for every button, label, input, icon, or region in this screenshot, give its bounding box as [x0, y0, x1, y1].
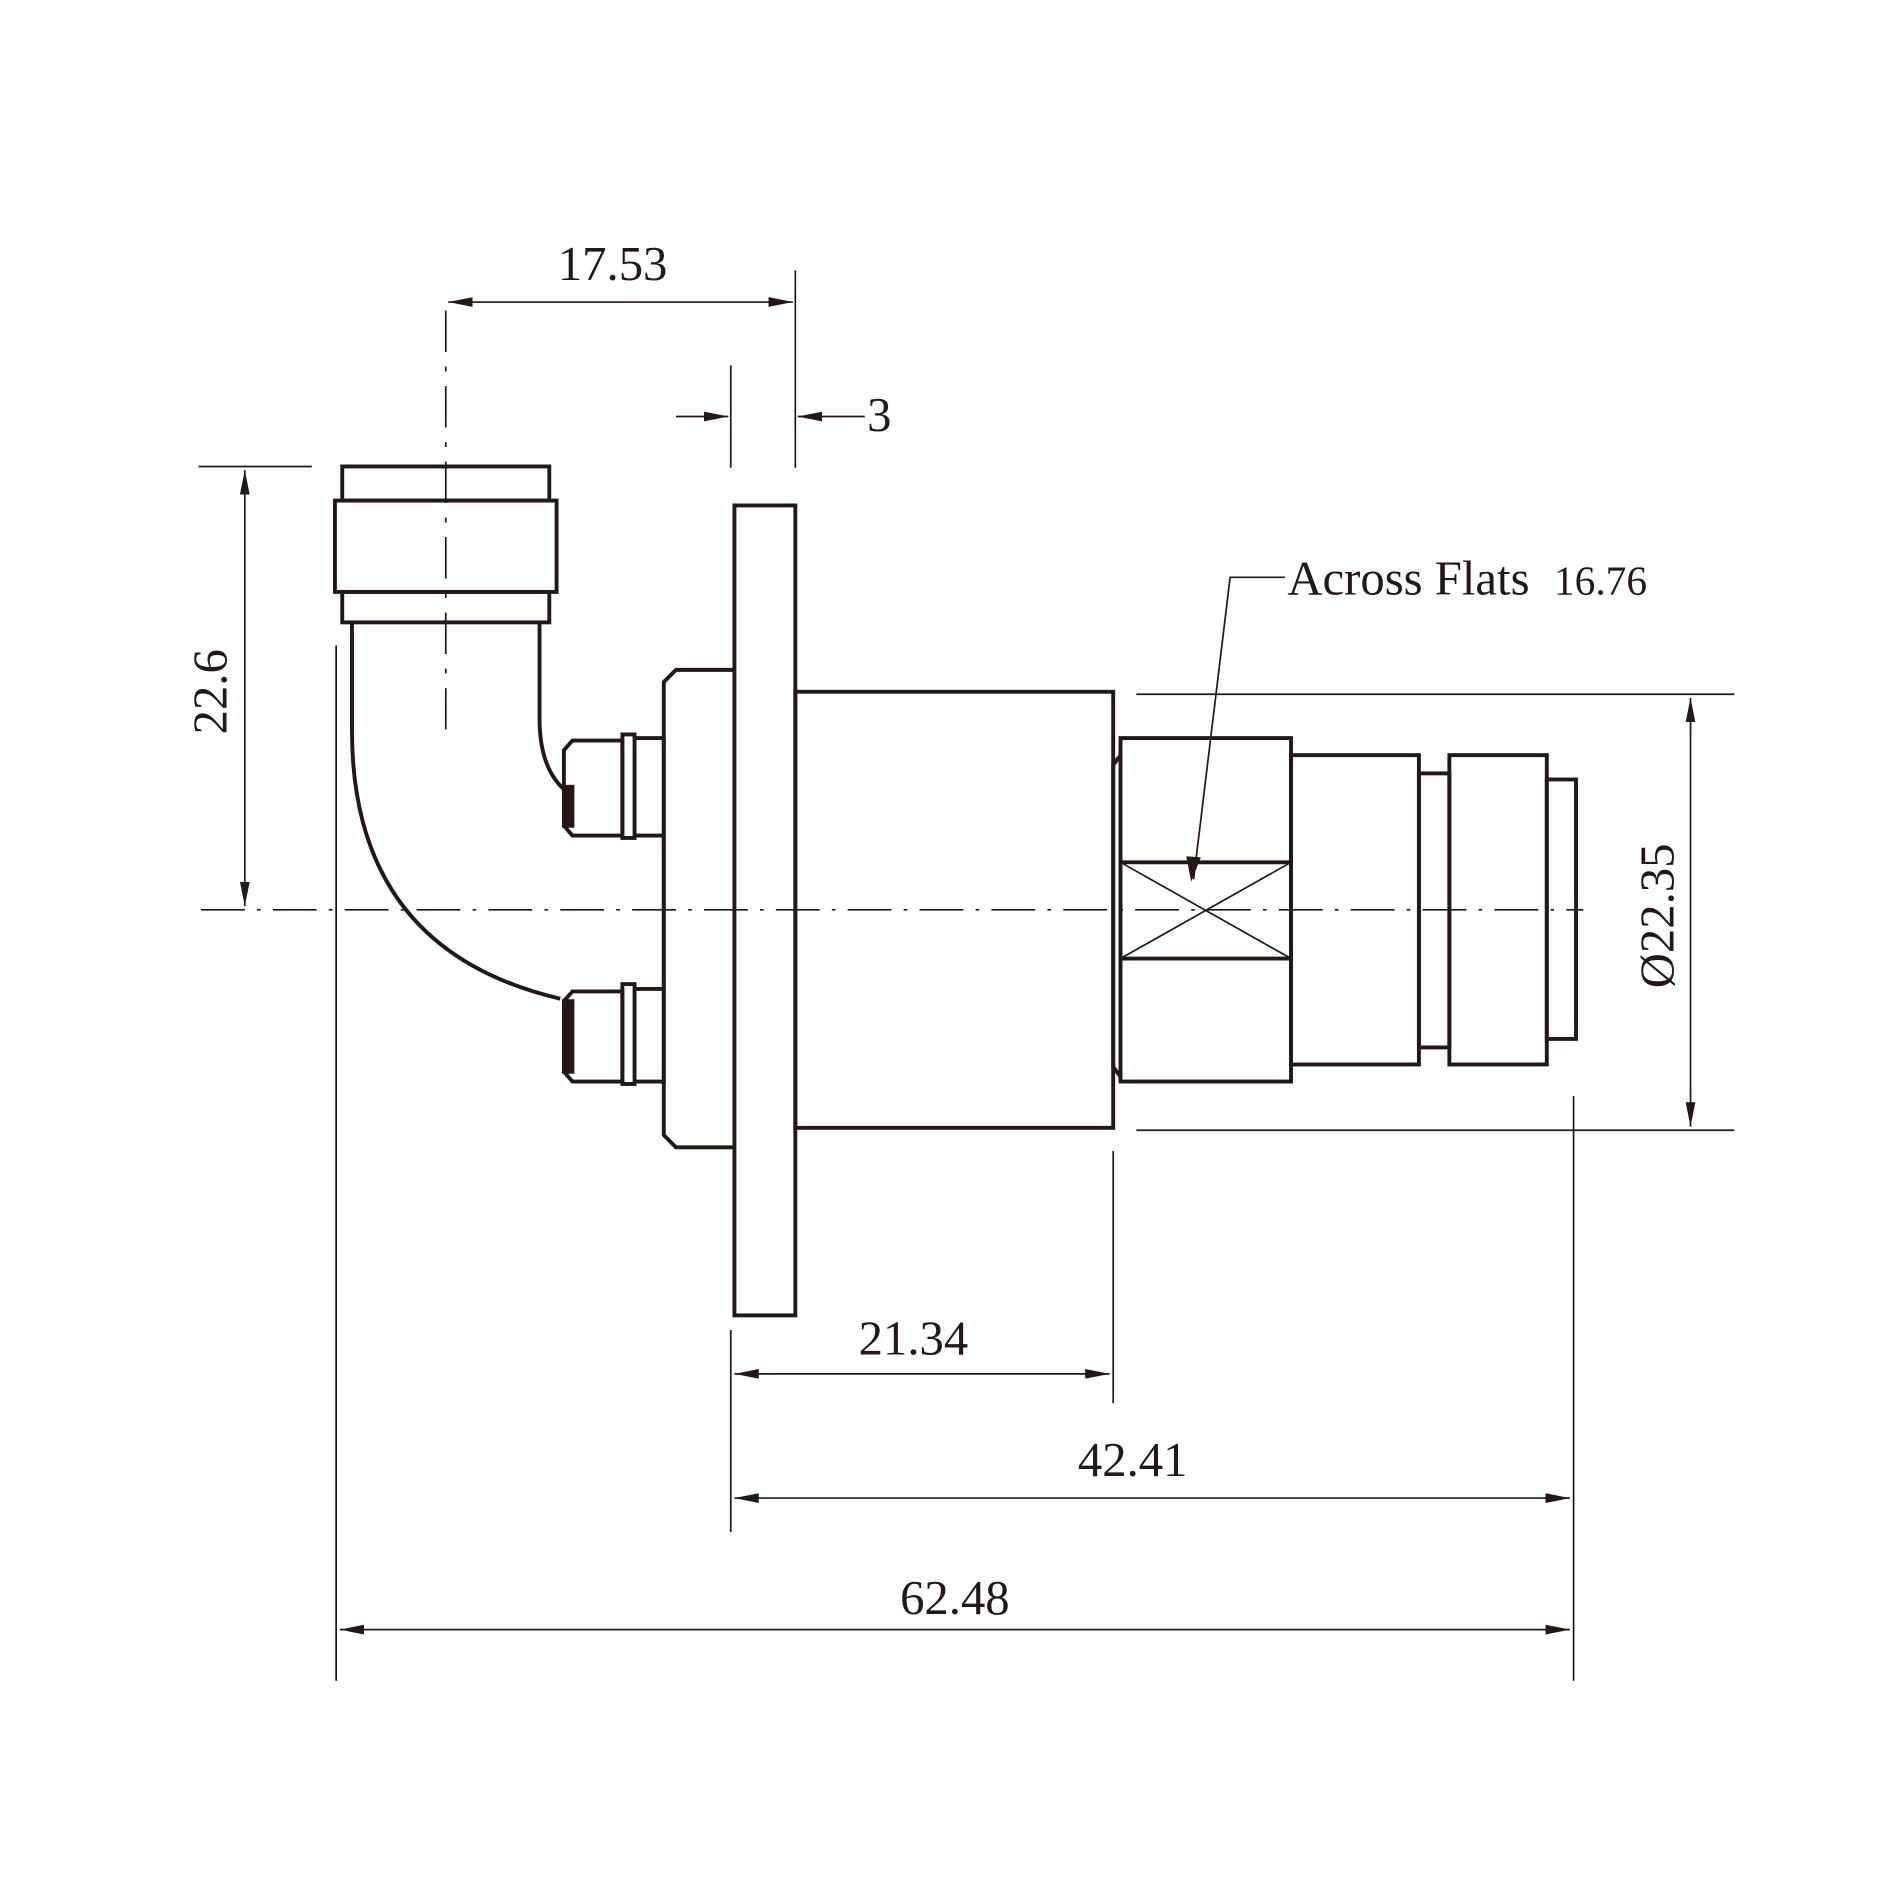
dim-17-53-label: 17.53: [558, 237, 668, 291]
dim-17-53: 17.53: [448, 237, 797, 468]
dim-diameter: Ø22.35: [1136, 693, 1735, 1132]
dim-22-6-label: 22.6: [184, 649, 238, 734]
dim-42-41-label: 42.41: [1078, 1433, 1188, 1487]
dim-22-6: 22.6: [184, 465, 312, 907]
dim-42-41: 42.41: [734, 1433, 1570, 1503]
svg-text:Across Flats 16.76: Across Flats 16.76: [1287, 551, 1647, 605]
lower-stud: [561, 982, 664, 1086]
across-flats-label: Across Flats: [1287, 551, 1529, 605]
elbow-connector: [332, 464, 566, 1001]
across-flats-callout: Across Flats 16.76: [1186, 551, 1647, 882]
dim-3: 3: [675, 365, 892, 468]
dim-21-34-label: 21.34: [859, 1311, 969, 1365]
upper-stud: [561, 732, 664, 840]
across-flats-value: 16.76: [1554, 557, 1647, 603]
dim-62-48: 62.48: [339, 1571, 1570, 1635]
dim-21-34: 21.34: [734, 1311, 1110, 1379]
dim-3-label: 3: [867, 388, 891, 442]
hex-nut: [1111, 736, 1293, 1084]
tip: [1544, 777, 1578, 1041]
dim-62-48-label: 62.48: [900, 1571, 1010, 1625]
rear-housing: [661, 667, 735, 1150]
dim-diameter-label: Ø22.35: [1630, 844, 1684, 989]
